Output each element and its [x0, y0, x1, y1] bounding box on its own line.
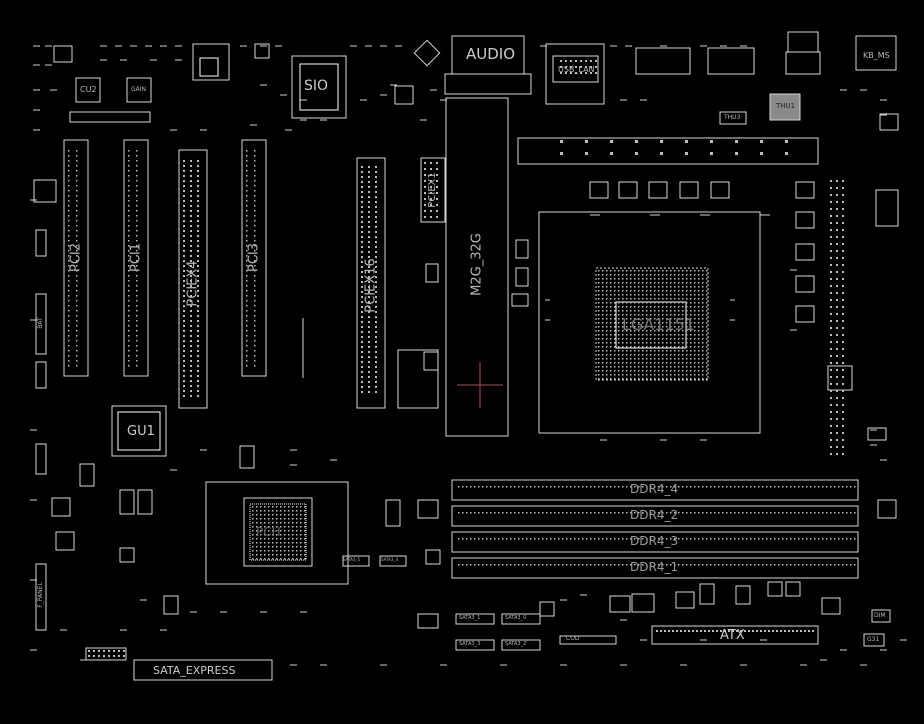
- pci-slot-pins-b: [128, 150, 138, 367]
- ddr4-4-label: DDR4_4: [630, 482, 679, 496]
- sata3-1-label: SATA3_1: [459, 615, 481, 621]
- cod-label: COD: [566, 635, 580, 642]
- pci-slot-pins-c: [246, 150, 256, 367]
- pci1-label: PCI1: [128, 242, 144, 273]
- cpu-socket-label: LGA1151: [622, 315, 695, 334]
- sata3-4-label: SATA3_4: [381, 557, 398, 562]
- sata3-0-label: SATA3_0: [505, 615, 527, 621]
- pci3-label: PCI3: [246, 242, 262, 273]
- bat-label: BAT: [37, 317, 44, 329]
- thu1-label: THU1: [776, 102, 796, 110]
- kb-ms-label: KB_MS: [863, 51, 890, 60]
- ddr4-pins-b: [458, 512, 856, 514]
- ddr4-pins-d: [458, 564, 856, 566]
- pch-ball-grid: [252, 506, 306, 560]
- pcie-x16-pins: [361, 166, 377, 393]
- cu2-label: CU2: [80, 85, 97, 94]
- pci2-label: PCI2: [68, 242, 84, 273]
- sio-label: SIO: [304, 78, 329, 94]
- ddr4-2-label: DDR4_2: [630, 508, 679, 522]
- audio-label: AUDIO: [466, 45, 516, 63]
- gu1-label: GU1: [127, 424, 155, 439]
- pciex16-label: PCIEX16: [363, 258, 379, 313]
- g31-label: G31: [867, 636, 880, 643]
- pci-slot-pins-a: [68, 150, 78, 367]
- usb-lan-label: USB_LAN: [558, 65, 595, 74]
- ddr4-pins-a: [458, 486, 856, 488]
- dim-label: DIM: [874, 612, 886, 619]
- sata3-3-label: SATA3_3: [459, 641, 481, 647]
- pciex1-pins: [424, 162, 438, 218]
- f-panel-label: F_PANEL: [37, 582, 44, 608]
- audio-pins: [560, 140, 788, 155]
- pciex1-label: PCIEX1: [427, 172, 438, 208]
- pcie-x4-pins: [183, 160, 199, 397]
- ddr4-pins-c: [458, 538, 856, 540]
- atx-label: ATX: [720, 628, 745, 643]
- ddr4-3-label: DDR4_3: [630, 534, 679, 548]
- sata3-2-label: SATA3_2: [505, 641, 527, 647]
- sata-express-label: SATA_EXPRESS: [153, 664, 236, 677]
- thu3-label: THU3: [724, 114, 741, 121]
- rear-io-pins: [560, 60, 597, 74]
- gain-label: GAIN: [131, 86, 147, 93]
- passive-components: [30, 45, 907, 666]
- sata-express-pins: [88, 650, 125, 657]
- atx-pins: [656, 630, 814, 632]
- sata3-5-label: SATA3_5: [343, 557, 360, 562]
- pciex4-label: PCIEX4: [185, 260, 201, 307]
- pch-label: PCH: [256, 525, 281, 539]
- vrm-right-pins: [830, 180, 844, 455]
- cpu-socket-pins: [598, 270, 708, 380]
- ddr4-1-label: DDR4_1: [630, 560, 679, 574]
- m2g-label: M2G_32G: [469, 233, 485, 296]
